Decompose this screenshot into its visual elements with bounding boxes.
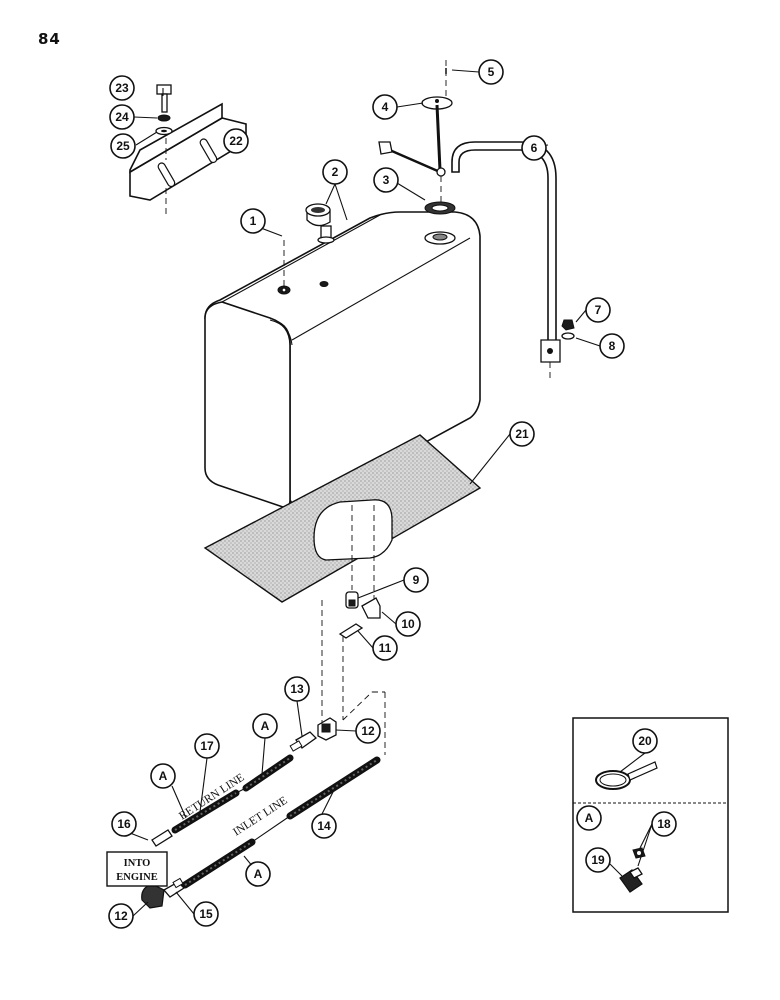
svg-text:1: 1: [250, 214, 257, 228]
callout-12-upper: 12: [355, 718, 381, 744]
return-line-label: RETURN LINE: [177, 772, 246, 823]
callout-9: 9: [403, 567, 429, 593]
svg-text:12: 12: [114, 909, 128, 923]
callout-21: 21: [509, 421, 535, 447]
svg-text:24: 24: [115, 110, 129, 124]
leader-lines: [129, 69, 653, 917]
callout-14: 14: [311, 813, 337, 839]
svg-text:17: 17: [200, 739, 214, 753]
svg-text:4: 4: [382, 100, 389, 114]
inlet-line-label: INLET LINE: [231, 795, 290, 839]
callout-22: 22: [223, 128, 249, 154]
callout-ref-a-bottom: A: [245, 861, 271, 887]
inlet-connector: [162, 877, 186, 898]
svg-text:14: 14: [317, 819, 331, 833]
hose-clamp: [595, 761, 658, 790]
callout-4: 4: [372, 94, 398, 120]
callout-13: 13: [284, 676, 310, 702]
tank-pad: [203, 434, 482, 610]
callout-10: 10: [395, 611, 421, 637]
callout-23: 23: [109, 75, 135, 101]
svg-text:23: 23: [115, 81, 129, 95]
callout-3: 3: [373, 167, 399, 193]
callout-1: 1: [240, 208, 266, 234]
callout-24: 24: [109, 104, 135, 130]
svg-text:21: 21: [515, 427, 529, 441]
svg-text:16: 16: [117, 817, 131, 831]
return-fitting: [151, 829, 173, 847]
svg-text:10: 10: [401, 617, 415, 631]
svg-text:20: 20: [638, 734, 652, 748]
fuel-gauge-sender: [378, 60, 453, 205]
svg-text:9: 9: [413, 573, 420, 587]
callout-20: 20: [632, 728, 658, 754]
svg-text:6: 6: [531, 141, 538, 155]
tank-strap: [451, 141, 575, 380]
svg-text:18: 18: [657, 817, 671, 831]
svg-text:11: 11: [379, 641, 392, 655]
svg-text:19: 19: [591, 853, 605, 867]
svg-text:A: A: [159, 769, 168, 783]
callout-6: 6: [521, 135, 547, 161]
svg-text:25: 25: [116, 139, 130, 153]
callout-16: 16: [111, 811, 137, 837]
callout-12-lower: 12: [108, 903, 134, 929]
svg-text:2: 2: [332, 165, 339, 179]
inlet-line-hose: [181, 756, 381, 889]
upper-elbow-fitting: [317, 717, 337, 741]
into-engine-box: INTO ENGINE: [106, 851, 168, 887]
fuel-cap: [305, 203, 331, 227]
return-line-hose: [171, 754, 294, 834]
callout-25: 25: [110, 133, 136, 159]
callout-8: 8: [599, 333, 625, 359]
svg-text:A: A: [254, 867, 263, 881]
callouts: 23 24 25 22 1 2 3 4 5 6 7 8 21 9 10 11 1…: [108, 59, 677, 929]
callout-5: 5: [478, 59, 504, 85]
callout-11: 11: [372, 635, 398, 661]
callout-15: 15: [193, 901, 219, 927]
callout-18: 18: [651, 811, 677, 837]
hose-connector: [289, 731, 318, 752]
svg-text:15: 15: [199, 907, 213, 921]
svg-text:7: 7: [595, 303, 602, 317]
svg-text:3: 3: [383, 173, 390, 187]
sender-gasket: [424, 201, 456, 215]
callout-19: 19: [585, 847, 611, 873]
page-number: 84: [38, 30, 61, 48]
callout-ref-a-top: A: [252, 713, 278, 739]
fuel-tank: [204, 211, 481, 508]
callout-ref-a-left: A: [150, 763, 176, 789]
svg-text:22: 22: [229, 134, 243, 148]
into-engine-line2: ENGINE: [116, 872, 157, 883]
mounting-bracket: [129, 102, 247, 215]
svg-text:A: A: [585, 811, 594, 825]
into-engine-line1: INTO: [124, 858, 151, 869]
fuel-fittings: [338, 591, 381, 720]
callout-2: 2: [322, 159, 348, 185]
svg-text:5: 5: [488, 65, 495, 79]
callout-17: 17: [194, 733, 220, 759]
svg-text:A: A: [261, 719, 270, 733]
svg-text:13: 13: [290, 682, 304, 696]
bolt-and-washers: [155, 84, 173, 136]
svg-text:8: 8: [609, 339, 616, 353]
svg-text:12: 12: [361, 724, 375, 738]
callout-ref-a-inset: A: [576, 805, 602, 831]
callout-7: 7: [585, 297, 611, 323]
